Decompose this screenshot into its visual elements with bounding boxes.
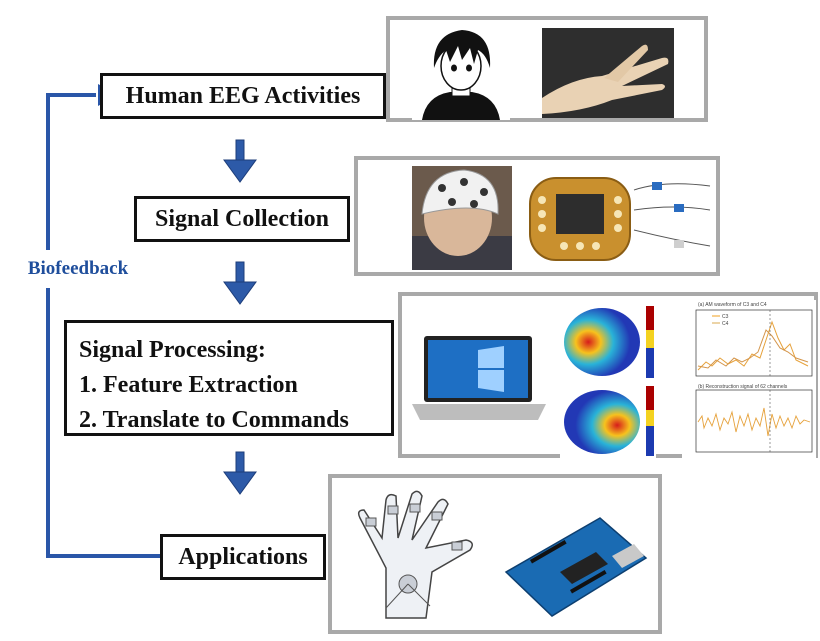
step-applications: Applications (160, 534, 326, 580)
legend-c3: C3 (722, 314, 729, 320)
panel-eeg-images (386, 16, 708, 122)
step-human-eeg: Human EEG Activities (100, 73, 386, 119)
legend-c4: C4 (722, 321, 729, 327)
step-signal-collection: Signal Collection (134, 196, 350, 242)
down-arrow-1 (223, 139, 257, 183)
panel-processing-images: (a) AM waveform of C3 and C4 (b) Reconst… (398, 292, 818, 458)
step-applications-label: Applications (178, 543, 308, 570)
signal-plots: (a) AM waveform of C3 and C4 (b) Reconst… (682, 300, 816, 458)
feedback-line (46, 93, 162, 558)
biofeedback-label: Biofeedback (8, 250, 148, 288)
robotic-glove-drawing (346, 488, 492, 628)
processing-item-1: 1. Feature Extraction (79, 372, 298, 398)
person-illustration (412, 24, 510, 120)
down-arrow-3 (223, 451, 257, 495)
topo-map-1 (560, 302, 656, 382)
panel-application-images (328, 474, 662, 634)
step-signal-processing: Signal Processing: 1. Feature Extraction… (64, 320, 394, 436)
processing-title: Signal Processing: (79, 337, 266, 363)
step-human-eeg-label: Human EEG Activities (125, 82, 361, 109)
plot-top-title: (a) AM waveform of C3 and C4 (698, 302, 767, 308)
laptop-photo (408, 332, 550, 426)
eeg-amplifier-photo (524, 170, 714, 268)
topo-map-2 (560, 384, 656, 458)
down-arrow-2 (223, 261, 257, 305)
hand-photo (542, 28, 674, 118)
plot-bottom-title: (b) Reconstruction signal of 62 channels (698, 384, 788, 390)
eeg-cap-photo (412, 166, 512, 270)
arduino-board-photo (500, 512, 650, 622)
processing-item-2: 2. Translate to Commands (79, 407, 349, 433)
step-signal-collection-label: Signal Collection (154, 205, 329, 232)
panel-collection-images (354, 156, 720, 276)
